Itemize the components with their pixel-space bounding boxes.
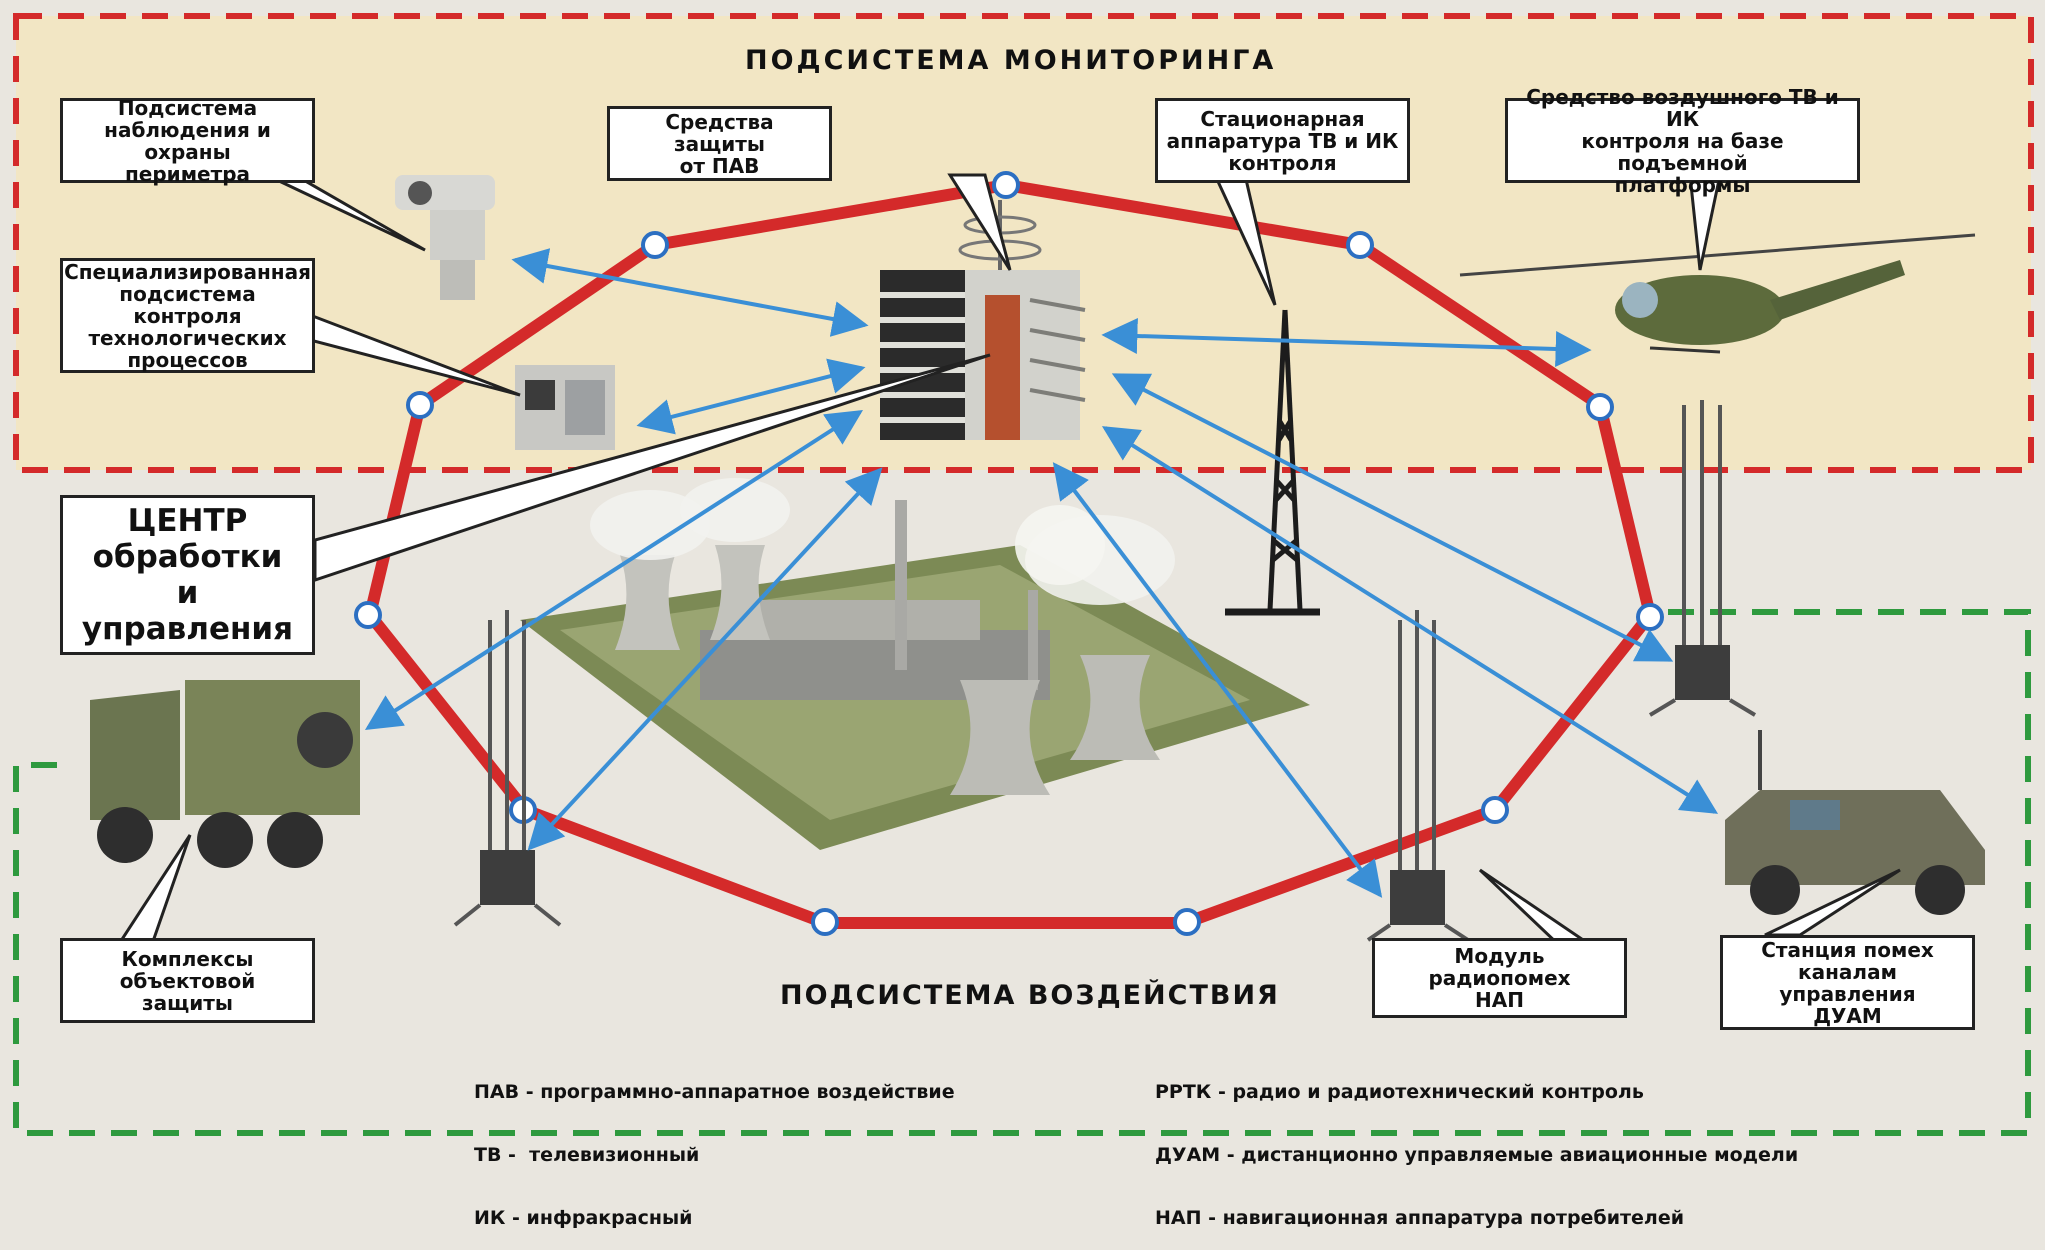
diagram-canvas: ПОДСИСТЕМА МОНИТОРИНГА ПОДСИСТЕМА ВОЗДЕЙ… xyxy=(13,13,2034,1229)
ring-node xyxy=(406,391,434,419)
monitoring-subsystem-title: ПОДСИСТЕМА МОНИТОРИНГА xyxy=(745,45,1277,76)
label-perimeter-surveillance: Подсистема наблюдения и охраны периметра xyxy=(60,97,315,185)
truck-illustration xyxy=(90,680,360,868)
helicopter-illustration xyxy=(1459,233,1976,354)
process-equipment-illustration xyxy=(515,365,615,450)
legend-item: РРТК - радио и радиотехнический контроль xyxy=(1155,1081,1644,1103)
label-duam-jammer: Станция помех каналам управления ДУАМ xyxy=(1720,935,1975,1030)
label-object-protection: Комплексы объектовой защиты xyxy=(60,938,315,1023)
ring-node xyxy=(1481,796,1509,824)
ptz-camera-illustration xyxy=(395,175,495,300)
arrow-helicopter xyxy=(1101,318,1592,367)
label-tech-process-control: Специализированная подсистема контроля т… xyxy=(60,258,315,373)
legend-item: НАП - навигационная аппаратура потребите… xyxy=(1155,1207,1685,1229)
ring-node xyxy=(1173,908,1201,936)
ring-node xyxy=(992,171,1020,199)
label-aerial-tv-ir: Средство воздушного ТВ и ИК контроля на … xyxy=(1505,86,1860,196)
legend-item: ТВ - телевизионный xyxy=(474,1144,700,1166)
label-nap-jammer: Модуль радиопомех НАП xyxy=(1372,938,1627,1018)
ring-node xyxy=(811,908,839,936)
ring-node xyxy=(1586,393,1614,421)
impact-zone xyxy=(13,609,2031,1136)
legend-item: ИК - инфракрасный xyxy=(474,1207,693,1229)
armored-vehicle-illustration xyxy=(1725,730,1985,915)
jammer-module-left xyxy=(453,610,562,927)
label-pav-protection: Средства защиты от ПАВ xyxy=(607,106,832,181)
label-stationary-tv-ir: Стационарная аппаратура ТВ и ИК контроля xyxy=(1155,98,1410,183)
legend-right: РРТК - радио и радиотехнический контроль… xyxy=(1155,1040,1798,1250)
arrow-camera xyxy=(511,248,869,337)
legend-item: ДУАМ - дистанционно управляемые авиацион… xyxy=(1155,1144,1799,1166)
arrow-armored xyxy=(1101,426,1719,814)
diagram-art xyxy=(13,13,2034,1136)
ring-node xyxy=(641,231,669,259)
legend-item: ПАВ - программно-аппаратное воздействие xyxy=(474,1081,955,1103)
legend-left: ПАВ - программно-аппаратное воздействие … xyxy=(474,1040,955,1250)
impact-subsystem-title: ПОДСИСТЕМА ВОЗДЕЙСТВИЯ xyxy=(780,980,1280,1011)
label-control-center: ЦЕНТР обработки и управления xyxy=(60,495,315,655)
power-plant-illustration xyxy=(520,478,1310,850)
ring-node xyxy=(1346,231,1374,259)
ring-node xyxy=(1636,603,1664,631)
arrow-jammer-left xyxy=(527,467,883,851)
jammer-module-center xyxy=(1366,610,1470,942)
ring-node xyxy=(354,601,382,629)
